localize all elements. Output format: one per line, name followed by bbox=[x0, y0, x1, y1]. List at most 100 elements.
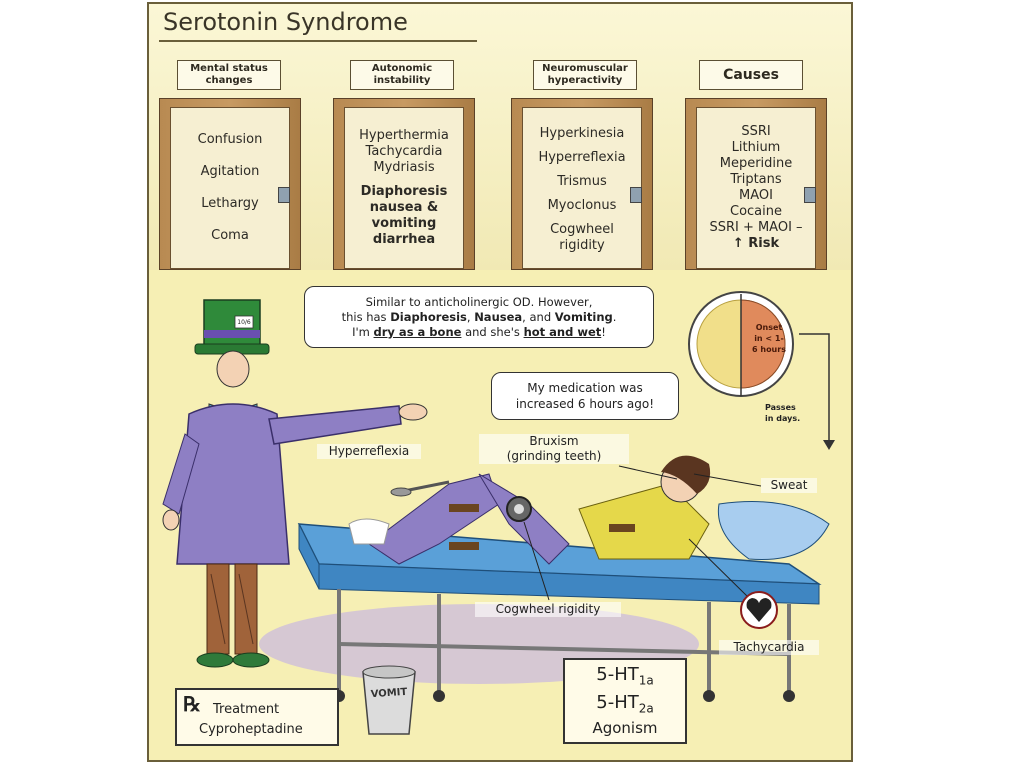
door-neuromuscular: Hyperkinesia Hyperreflexia Trismus Myocl… bbox=[511, 98, 653, 270]
door-handle-icon bbox=[278, 187, 290, 203]
symptom-item: Tachycardia bbox=[365, 144, 443, 159]
treatment-heading: Treatment bbox=[213, 702, 280, 717]
mechanism-text: 5-HT bbox=[596, 664, 639, 685]
treatment-box: ℞ Treatment Cyproheptadine bbox=[175, 688, 339, 746]
symptom-item: Myoclonus bbox=[547, 198, 617, 213]
symptom-item: Trismus bbox=[557, 174, 607, 189]
bubble-line: increased 6 hours ago! bbox=[515, 397, 655, 411]
symptom-item: rigidity bbox=[559, 238, 605, 253]
pointer-line-cogwheel bbox=[523, 521, 550, 601]
category-label-line: Neuromuscular bbox=[542, 63, 628, 74]
clock-passes-text: Passes in days. bbox=[765, 402, 821, 424]
category-label-line: hyperactivity bbox=[547, 75, 623, 86]
label-bruxism: Bruxism (grinding teeth) bbox=[479, 434, 629, 464]
symptom-item: Hyperkinesia bbox=[539, 126, 625, 141]
label-cogwheel-rigidity: Cogwheel rigidity bbox=[475, 602, 621, 617]
door-panel: Hyperkinesia Hyperreflexia Trismus Myocl… bbox=[522, 107, 642, 269]
symptom-item: Agitation bbox=[200, 164, 260, 179]
patient-speech-bubble: My medication was increased 6 hours ago! bbox=[491, 372, 679, 420]
category-label-line: changes bbox=[205, 75, 253, 86]
clock-onset-line: Onset bbox=[755, 323, 783, 332]
bubble-bold-text: Nausea bbox=[474, 310, 523, 324]
door-panel: SSRI Lithium Meperidine Triptans MAOI Co… bbox=[696, 107, 816, 269]
category-label-line: Causes bbox=[723, 67, 779, 83]
symptom-item: Hyperreflexia bbox=[538, 150, 626, 165]
symptom-item: Lethargy bbox=[201, 196, 259, 211]
bubble-line: My medication was bbox=[527, 381, 643, 395]
clock-onset-line: 6 hours bbox=[752, 345, 786, 354]
door-handle-icon bbox=[630, 187, 642, 203]
mechanism-line-2a: 5-HT2a bbox=[565, 692, 685, 720]
treatment-drug: Cyproheptadine bbox=[199, 722, 303, 737]
label-tachycardia: Tachycardia bbox=[719, 640, 819, 655]
symptom-item: Hyperthermia bbox=[359, 128, 449, 143]
category-label-line: instability bbox=[373, 75, 431, 86]
category-label-line: Autonomic bbox=[371, 63, 433, 74]
category-label-mental-status: Mental status changes bbox=[177, 60, 281, 90]
title-underline bbox=[159, 40, 477, 42]
door-mental-status: Confusion Agitation Lethargy Coma bbox=[159, 98, 301, 270]
clock-onset-text: Onset in < 1- 6 hours bbox=[749, 322, 789, 355]
label-sweat: Sweat bbox=[761, 478, 817, 493]
pointer-line-sweat bbox=[693, 473, 762, 487]
door-handle-icon bbox=[804, 187, 816, 203]
cause-item: SSRI + MAOI – bbox=[709, 220, 803, 235]
category-label-line: Mental status bbox=[190, 63, 268, 74]
cause-item: SSRI bbox=[741, 124, 771, 139]
hat-card-label: 10/6 bbox=[237, 319, 251, 326]
bubble-underlined-text: dry as a bone bbox=[373, 325, 462, 339]
door-autonomic: Hyperthermia Tachycardia Mydriasis Diaph… bbox=[333, 98, 475, 270]
mechanism-line-1a: 5-HT1a bbox=[565, 664, 685, 692]
vomit-bucket bbox=[362, 665, 416, 735]
bubble-line: I'm dry as a bone and she's hot and wet! bbox=[305, 325, 653, 340]
label-hyperreflexia: Hyperreflexia bbox=[317, 444, 421, 459]
bubble-text: ! bbox=[601, 325, 606, 339]
page-title: Serotonin Syndrome bbox=[163, 8, 408, 36]
bubble-text: , and bbox=[522, 310, 555, 324]
bubble-bold-text: Vomiting bbox=[554, 310, 613, 324]
clock-passes-line: Passes bbox=[765, 403, 796, 412]
doctor-figure bbox=[162, 299, 428, 668]
illustration bbox=[162, 291, 835, 735]
poster: Serotonin Syndrome Mental status changes… bbox=[147, 2, 853, 762]
bubble-text: I'm bbox=[352, 325, 374, 339]
mechanism-subscript: 2a bbox=[638, 701, 654, 716]
category-label-neuromuscular: Neuromuscular hyperactivity bbox=[533, 60, 637, 90]
bubble-text: . bbox=[612, 310, 617, 324]
mechanism-agonism: Agonism bbox=[592, 719, 658, 738]
symptom-item: Mydriasis bbox=[373, 160, 435, 175]
heart-icon bbox=[740, 591, 778, 629]
cause-item: ↑ Risk bbox=[732, 236, 780, 251]
door-causes: SSRI Lithium Meperidine Triptans MAOI Co… bbox=[685, 98, 827, 270]
cause-item: Cocaine bbox=[730, 204, 782, 219]
symptom-item: Coma bbox=[211, 228, 249, 243]
bubble-line: Similar to anticholinergic OD. However, bbox=[365, 295, 593, 309]
symptom-item: Diaphoresis bbox=[360, 184, 448, 199]
symptom-item: vomiting bbox=[371, 216, 437, 231]
clock-passes-line: in days. bbox=[765, 414, 801, 423]
cause-item: MAOI bbox=[739, 188, 773, 203]
cause-item: Meperidine bbox=[719, 156, 793, 171]
pointer-line-tachycardia bbox=[688, 538, 750, 599]
symptom-item: Cogwheel bbox=[550, 222, 614, 237]
category-label-causes: Causes bbox=[699, 60, 803, 90]
symptom-item: Confusion bbox=[197, 132, 263, 147]
label-line: Bruxism bbox=[529, 434, 579, 448]
category-label-autonomic: Autonomic instability bbox=[350, 60, 454, 90]
rx-icon: ℞ bbox=[183, 692, 201, 716]
bubble-underlined-text: hot and wet bbox=[523, 325, 602, 339]
mechanism-subscript: 1a bbox=[638, 673, 654, 688]
cause-item: Lithium bbox=[731, 140, 781, 155]
bubble-text: this has bbox=[341, 310, 391, 324]
bubble-text: , bbox=[466, 310, 475, 324]
bubble-text: and she's bbox=[461, 325, 524, 339]
symptom-item: nausea & bbox=[369, 200, 439, 215]
clock-icon bbox=[688, 291, 835, 450]
bubble-line: this has Diaphoresis, Nausea, and Vomiti… bbox=[305, 310, 653, 325]
doctor-speech-bubble: Similar to anticholinergic OD. However, … bbox=[304, 286, 654, 348]
mechanism-text: 5-HT bbox=[596, 691, 639, 713]
patient-figure bbox=[348, 455, 711, 565]
symptom-item: diarrhea bbox=[372, 232, 436, 247]
cause-item: Triptans bbox=[730, 172, 782, 187]
pointer-line-bruxism bbox=[618, 465, 678, 480]
